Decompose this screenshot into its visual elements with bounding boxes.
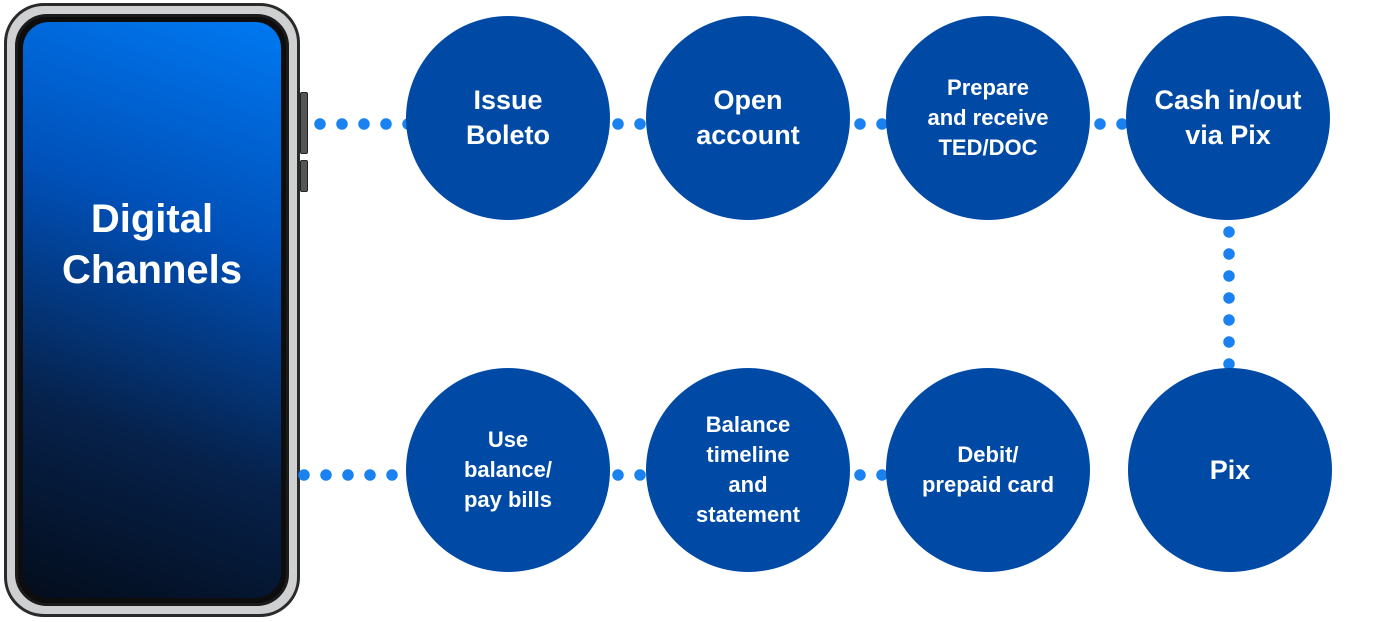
phone-frame: Digital Channels <box>4 3 300 617</box>
phone-side-button-upper <box>300 92 308 154</box>
connector-balance-timeline-to-debit-card <box>854 469 890 481</box>
connector-cash-pix-to-pix <box>1223 226 1235 372</box>
step-prepare-ted-doc-label: Prepare and receive TED/DOC <box>927 75 1049 160</box>
step-cash-in-out-pix: Cash in/out via Pix <box>1126 16 1330 220</box>
step-prepare-ted-doc: Prepare and receive TED/DOC <box>886 16 1090 220</box>
connector-issue-boleto-to-open-account <box>612 118 652 130</box>
phone-bezel: Digital Channels <box>15 14 289 606</box>
connector-ted-doc-to-cash-pix <box>1094 118 1130 130</box>
step-balance-timeline-label: Balance timeline and statement <box>696 412 800 527</box>
step-issue-boleto-label: Issue Boleto <box>466 85 550 150</box>
connector-phone-to-use-balance <box>298 469 410 481</box>
step-debit-prepaid-card-label: Debit/ prepaid card <box>921 442 1055 497</box>
step-open-account-label: Open account <box>696 85 800 150</box>
connector-phone-to-issue-boleto <box>314 118 410 130</box>
connector-open-account-to-ted-doc <box>854 118 890 130</box>
step-issue-boleto: Issue Boleto <box>406 16 610 220</box>
phone-side-button-lower <box>300 160 308 192</box>
step-debit-prepaid-card: Debit/ prepaid card <box>886 368 1090 572</box>
step-pix-label: Pix <box>1209 454 1251 485</box>
step-use-balance: Use balance/ pay bills <box>406 368 610 572</box>
step-cash-in-out-pix-label: Cash in/out via Pix <box>1154 85 1302 150</box>
step-pix: Pix <box>1128 368 1332 572</box>
step-use-balance-label: Use balance/ pay bills <box>463 427 553 512</box>
step-balance-timeline: Balance timeline and statement <box>646 368 850 572</box>
step-open-account: Open account <box>646 16 850 220</box>
phone-screen: Digital Channels <box>23 22 281 598</box>
phone-title: Digital Channels <box>61 197 243 292</box>
connector-use-balance-to-balance-timeline <box>612 469 652 481</box>
